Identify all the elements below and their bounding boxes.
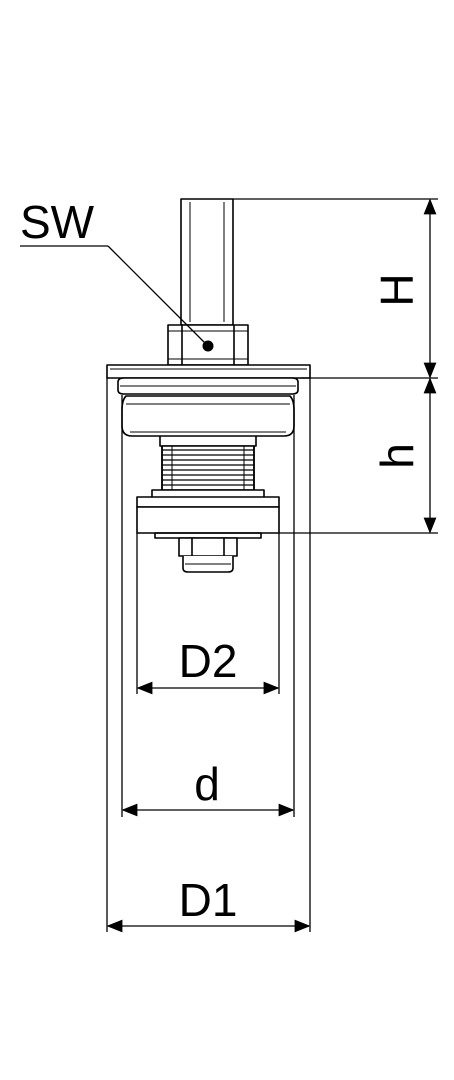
spring-seat [136, 489, 280, 508]
spindle [180, 198, 234, 326]
label-h: h [371, 443, 423, 469]
bottom-nut [178, 537, 238, 573]
valve-disc [136, 506, 280, 539]
hex-nut [167, 324, 249, 366]
extension-lines [106, 198, 438, 932]
label-D1: D1 [179, 874, 238, 926]
label-D2: D2 [179, 635, 238, 687]
label-H: H [371, 273, 423, 306]
flange-plate [106, 364, 311, 379]
label-d: d [194, 758, 220, 810]
sw-leader [20, 245, 209, 347]
gasket-ring [117, 377, 299, 395]
valve-body [121, 395, 295, 447]
label-sw: SW [20, 196, 95, 248]
spring [161, 445, 255, 491]
